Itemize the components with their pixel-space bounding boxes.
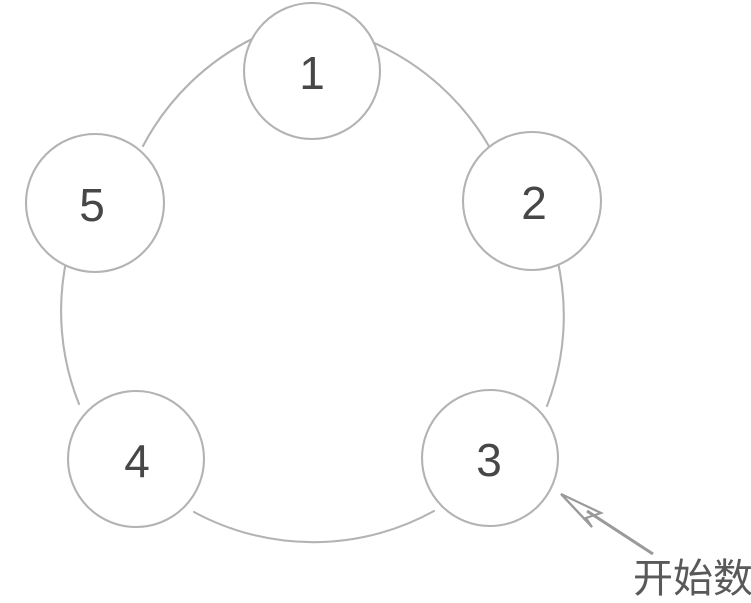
node-2-circle[interactable] xyxy=(461,130,603,272)
node-1-circle[interactable] xyxy=(242,1,382,141)
ring-nodes xyxy=(24,1,603,529)
node-3-circle[interactable] xyxy=(420,388,560,528)
node-5-circle[interactable] xyxy=(24,132,166,274)
node-5-label: 5 xyxy=(79,179,105,231)
node-4-label: 4 xyxy=(124,435,150,487)
start-annotation-arrow xyxy=(560,493,654,556)
arc-5-1 xyxy=(141,36,256,148)
start-annotation-label: 开始数 xyxy=(633,556,751,602)
ring-node-labels: 1 2 3 4 5 xyxy=(79,47,547,487)
callout-arrow-head-spine xyxy=(560,493,593,528)
node-3-label: 3 xyxy=(476,434,502,486)
arc-3-4 xyxy=(192,509,436,544)
arc-1-2 xyxy=(370,40,492,150)
arc-4-5 xyxy=(60,255,81,406)
node-1-label: 1 xyxy=(299,47,325,99)
callout-arrow-shaft xyxy=(586,509,654,556)
node-4-circle[interactable] xyxy=(66,389,206,529)
node-2-label: 2 xyxy=(521,177,547,229)
ring-edges xyxy=(60,36,565,544)
arc-2-3 xyxy=(545,256,565,408)
